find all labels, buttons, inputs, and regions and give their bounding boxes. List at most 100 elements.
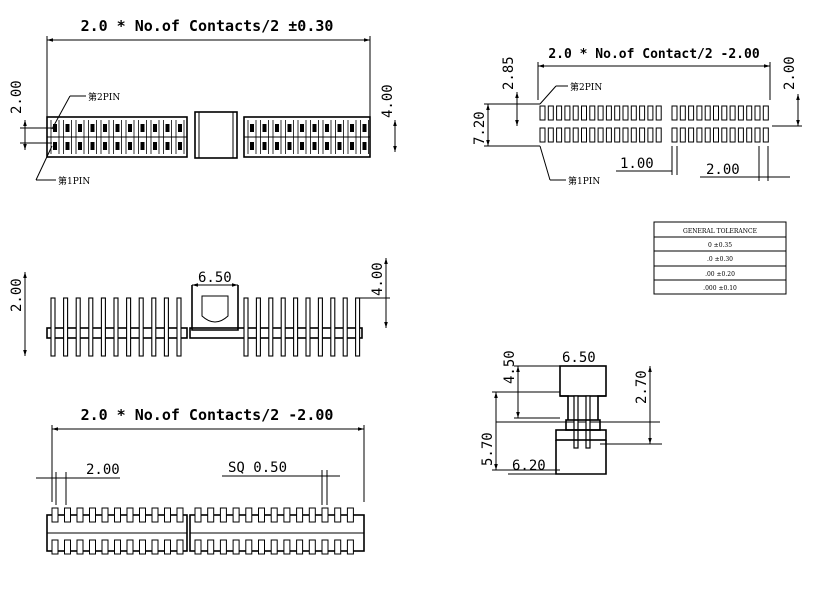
side-pin: [342, 297, 348, 357]
pin2-leader: [51, 95, 71, 130]
pin-mark: [178, 142, 182, 150]
pin-mark: [362, 124, 367, 132]
pcb-pad: [696, 105, 703, 121]
bottom-pin: [245, 539, 253, 555]
side-pin: [88, 297, 94, 357]
bottom-pin: [194, 507, 202, 523]
pin-mark: [325, 142, 329, 150]
bottom-pin: [334, 539, 342, 555]
pin-mark: [250, 124, 254, 132]
side-pin: [138, 297, 144, 357]
pin-mark: [362, 142, 367, 150]
tolerance-table: GENERAL TOLERANCE 0 ±0.35 .0 ±0.30 .00 ±…: [653, 221, 787, 295]
side-view-cap: [191, 285, 239, 331]
side-pin: [163, 297, 169, 357]
pin-mark: [140, 124, 145, 132]
pcb-pad: [539, 127, 546, 143]
pin-mark: [78, 124, 82, 132]
bottom-pin: [126, 539, 134, 555]
pcb-layout-pitch-dim: 2.00: [706, 162, 740, 178]
side-pin: [100, 297, 106, 357]
bottom-pin: [321, 539, 329, 555]
bottom-pin: [219, 539, 227, 555]
pin-mark: [250, 142, 254, 150]
pin-mark: [262, 124, 267, 132]
pcb-pad: [556, 127, 563, 143]
top-view-pin2-label: 第2PIN: [88, 91, 120, 103]
pcb-pad: [713, 105, 719, 121]
side-pin: [113, 297, 119, 357]
side-pin: [268, 297, 274, 357]
bottom-pin: [64, 539, 71, 555]
pcb-pad: [696, 127, 703, 143]
bottom-pin: [283, 507, 291, 523]
end-view-base: [555, 440, 607, 475]
bottom-pin: [296, 539, 304, 555]
pcb-layout-right-dim: 2.00: [782, 56, 798, 90]
pin-mark: [262, 142, 267, 150]
bottom-pin: [51, 507, 59, 523]
pin-mark: [300, 124, 304, 132]
pin-mark: [140, 142, 145, 150]
bottom-view: 2.0 * No.of Contacts/2 -2.00 2.00 SQ 0.5…: [36, 406, 365, 555]
top-view-pin-marks: [50, 120, 369, 154]
end-view-pin: [585, 395, 591, 449]
side-pin: [126, 297, 132, 357]
side-view-insulator-right: [189, 327, 363, 339]
end-view: 4.50 6.50 2.70 5.70 6.20: [480, 350, 662, 475]
pin-mark: [325, 124, 329, 132]
bottom-pin: [101, 507, 109, 523]
pin-mark: [90, 142, 95, 150]
bottom-pin: [321, 507, 329, 523]
bottom-pin: [76, 539, 84, 555]
pcb-pad: [597, 127, 604, 143]
bottom-pin: [334, 507, 342, 523]
pcb-pad: [688, 127, 695, 143]
bottom-pin: [64, 507, 71, 523]
pcb-pad: [581, 105, 587, 121]
side-pin: [151, 297, 157, 357]
bottom-pin: [232, 539, 240, 555]
pcb-pad: [688, 105, 695, 121]
pcb-pad: [746, 105, 753, 121]
side-pin: [255, 297, 261, 357]
pcb-pad: [622, 127, 629, 143]
pin-mark: [287, 142, 292, 150]
side-pin: [243, 297, 249, 357]
end-view-right-dim: 2.70: [634, 370, 650, 404]
side-pin: [176, 297, 182, 357]
side-view-left-dim: 2.00: [9, 278, 25, 312]
tolerance-row: .00 ±0.20: [705, 271, 735, 278]
bottom-view-pitch-dim: 2.00: [86, 462, 120, 478]
pcb-pad: [721, 105, 728, 121]
end-view-insulator-base: [555, 429, 607, 441]
pcb-pad: [679, 127, 686, 143]
pcb-layout-view: 2.0 * No.of Contact/2 -2.00 2.85 7.20 2.…: [472, 47, 802, 187]
side-view: 2.00 4.00 6.50: [9, 258, 390, 357]
bottom-pin: [89, 539, 96, 555]
bottom-pin: [151, 539, 159, 555]
bottom-pin: [258, 539, 265, 555]
pin-mark: [275, 124, 279, 132]
bottom-pin: [194, 539, 202, 555]
side-pin: [305, 297, 311, 357]
end-view-pin: [573, 395, 579, 449]
pin-mark: [128, 142, 132, 150]
pcb-pad: [547, 105, 554, 121]
pcb-pad: [572, 105, 579, 121]
side-pin: [330, 297, 336, 357]
bottom-pin: [76, 507, 84, 523]
pin-mark: [103, 124, 107, 132]
pcb-pad: [746, 127, 753, 143]
pcb-pad: [639, 127, 646, 143]
pin-mark: [65, 124, 70, 132]
bottom-pin: [139, 507, 146, 523]
bottom-pin: [101, 539, 109, 555]
pin2-leader: [539, 85, 557, 105]
pin-mark: [350, 142, 354, 150]
pcb-layout-pin2-label: 第2PIN: [570, 81, 602, 93]
pin-mark: [165, 124, 170, 132]
shunt-cap: [194, 111, 238, 159]
bottom-pin: [207, 507, 215, 523]
